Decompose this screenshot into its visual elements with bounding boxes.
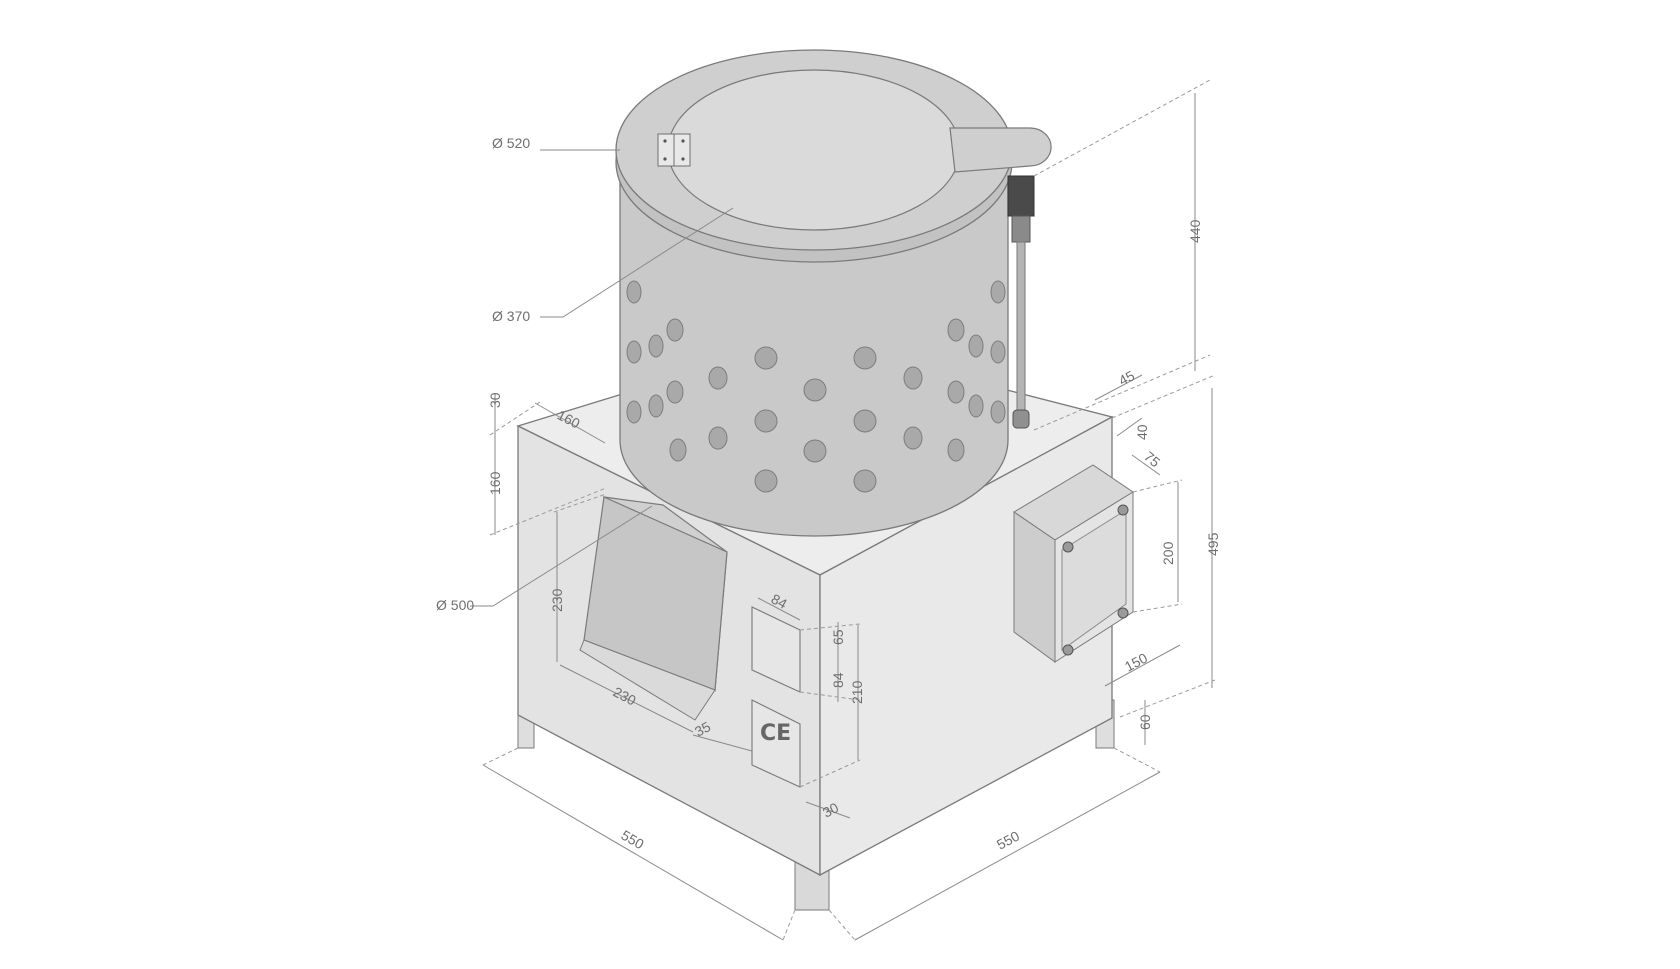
label-height-440: 440	[1187, 219, 1203, 243]
label-height-200: 200	[1160, 541, 1176, 565]
label-height-495: 495	[1205, 532, 1221, 556]
hinge-icon	[657, 133, 691, 167]
latch-clamp	[1007, 175, 1035, 217]
label-height-210: 210	[849, 680, 865, 704]
lid-handle	[949, 127, 1052, 173]
label-height-60: 60	[1137, 714, 1153, 730]
label-width-550-right: 550	[994, 827, 1022, 852]
label-width-75: 75	[1141, 448, 1163, 470]
control-box-screws	[1062, 504, 1129, 656]
label-width-550-left: 550	[619, 827, 647, 853]
label-height-65: 65	[830, 629, 846, 645]
drum-holes	[626, 280, 1006, 493]
label-width-84-top: 84	[769, 591, 790, 613]
chute-lip	[579, 639, 716, 721]
label-width-35: 35	[692, 718, 713, 740]
label-diameter-370: Ø 370	[492, 308, 530, 324]
label-height-230-left: 230	[549, 588, 565, 612]
label-height-160-left: 160	[487, 471, 503, 495]
latch-collar	[1011, 215, 1031, 243]
label-width-30-bottom: 30	[820, 799, 841, 821]
label-height-30-top: 30	[487, 392, 503, 408]
label-diameter-500: Ø 500	[436, 597, 474, 613]
label-height-84: 84	[830, 672, 846, 688]
ce-mark: CE	[760, 721, 791, 746]
label-diameter-520: Ø 520	[492, 135, 530, 151]
lid-inner	[667, 69, 961, 231]
label-width-150: 150	[1122, 649, 1150, 674]
dimension-lines	[470, 79, 1216, 941]
label-width-45: 45	[1116, 367, 1137, 389]
label-width-40: 40	[1134, 424, 1150, 440]
latch-rod	[1016, 241, 1026, 411]
control-box-lid	[1061, 509, 1127, 651]
latch-foot	[1012, 409, 1030, 429]
